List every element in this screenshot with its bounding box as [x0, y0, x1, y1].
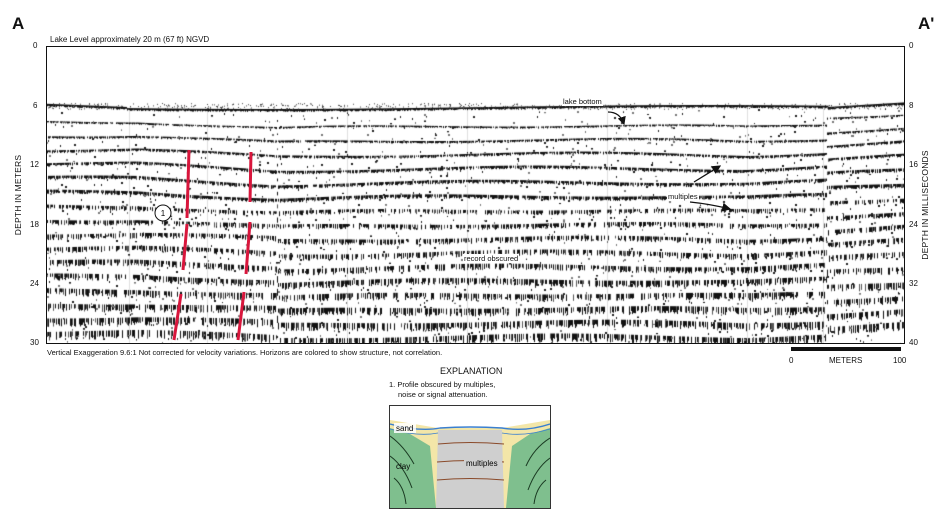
multiples-arrow-upper — [693, 165, 722, 183]
fault-line-west-upper — [185, 149, 191, 219]
scale-bar — [791, 347, 901, 351]
explanation-diagram-svg: sand clay multiples — [390, 406, 550, 508]
scale-start: 0 — [789, 356, 794, 365]
legend-sand-label: sand — [396, 424, 413, 433]
fault-line-west-middle — [181, 223, 189, 271]
legend-multiples-label: multiples — [466, 459, 498, 468]
right-tick-32: 32 — [909, 279, 918, 288]
lake-bottom-label: lake bottom — [562, 97, 603, 106]
left-tick-12: 12 — [30, 160, 39, 169]
explanation-item-1-line-1: 1. Profile obscured by multiples, — [389, 380, 496, 389]
profile-overlay: 1 — [154, 111, 732, 341]
left-tick-24: 24 — [30, 279, 39, 288]
legend-clay-label: clay — [396, 462, 410, 471]
right-tick-0: 0 — [909, 41, 914, 50]
left-tick-6: 6 — [33, 101, 38, 110]
fault-line-west-lower — [172, 293, 183, 341]
explanation-title: EXPLANATION — [440, 366, 503, 376]
scale-unit: METERS — [829, 356, 863, 365]
marker-1-text: 1 — [161, 209, 166, 218]
seismic-profile — [46, 46, 905, 344]
scale-end: 100 — [893, 356, 907, 365]
explanation-item-1-line-2: noise or signal attenuation. — [398, 390, 488, 399]
explanation-diagram: sand clay multiples — [389, 405, 551, 509]
seismic-record-canvas — [47, 47, 904, 343]
section-end-label: A' — [918, 14, 935, 33]
multiples-arrow-lower — [689, 201, 732, 212]
lake-bottom-arrow — [607, 111, 626, 126]
left-tick-0: 0 — [33, 41, 38, 50]
profile-marker-1: 1 — [154, 204, 172, 222]
fault-line-east-middle — [244, 221, 252, 275]
right-tick-16: 16 — [909, 160, 918, 169]
fault-lines — [172, 149, 253, 341]
fault-line-east-lower — [236, 291, 246, 341]
right-tick-40: 40 — [909, 338, 918, 347]
right-tick-24: 24 — [909, 220, 918, 229]
record-obscured-label: record obscured — [463, 254, 520, 263]
left-tick-18: 18 — [30, 220, 39, 229]
annotation-arrows — [607, 111, 732, 212]
fault-line-east-upper — [248, 151, 253, 203]
profile-footnote: Vertical Exaggeration 9.6:1 Not correcte… — [47, 348, 443, 357]
section-start-label: A — [12, 14, 25, 33]
right-axis-title: DEPTH IN MILLISECONDS — [919, 150, 930, 260]
lake-level-label: Lake Level approximately 20 m (67 ft) NG… — [50, 35, 210, 44]
left-axis-title: DEPTH IN METERS — [13, 154, 24, 236]
left-tick-30: 30 — [30, 338, 39, 347]
multiples-label: multiples — [667, 192, 699, 201]
right-tick-8: 8 — [909, 101, 914, 110]
